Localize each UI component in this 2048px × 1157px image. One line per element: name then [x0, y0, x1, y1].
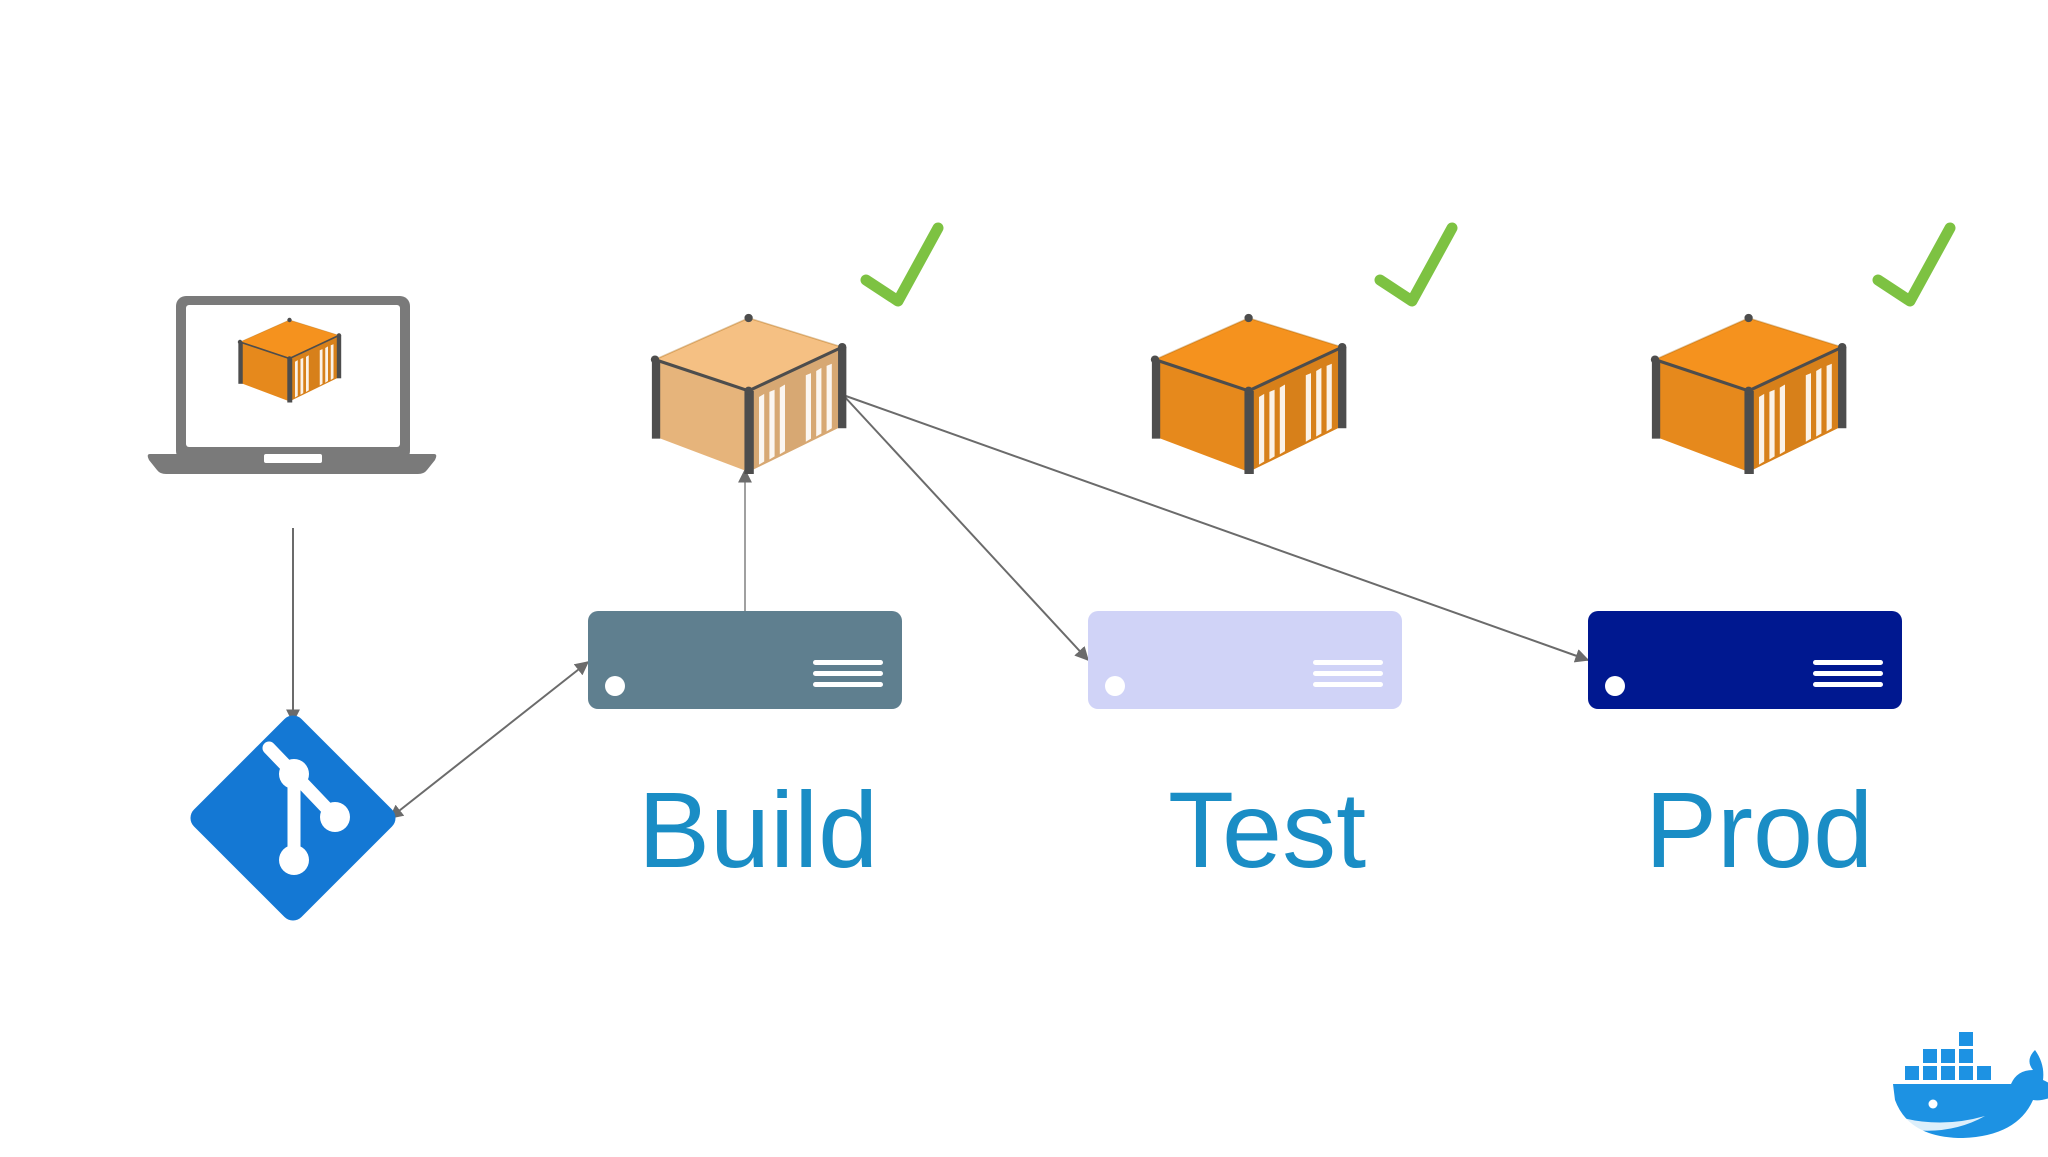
- stage-label-test: Test: [1168, 769, 1367, 890]
- checkmark-icon-build: [860, 222, 944, 307]
- git-icon: [190, 715, 396, 921]
- laptop-icon: [147, 296, 437, 474]
- checkmark-icon-test: [1374, 222, 1458, 307]
- server-prod: [1588, 611, 1902, 709]
- arrow-image-to-prod: [842, 394, 1590, 663]
- stage-label-prod: Prod: [1645, 769, 1874, 890]
- server-build: [588, 611, 902, 709]
- server-test: [1088, 611, 1402, 709]
- connector-arrows: [286, 394, 1590, 819]
- arrow-git-build: [388, 661, 590, 819]
- stage-label-build: Build: [638, 769, 879, 890]
- container-prod: [1649, 312, 1848, 476]
- container-build: [649, 312, 848, 476]
- arrow-image-to-test: [842, 394, 1089, 662]
- container-test: [1149, 312, 1348, 476]
- docker-whale-icon: [1893, 1032, 2048, 1138]
- checkmark-icon-prod: [1872, 222, 1956, 307]
